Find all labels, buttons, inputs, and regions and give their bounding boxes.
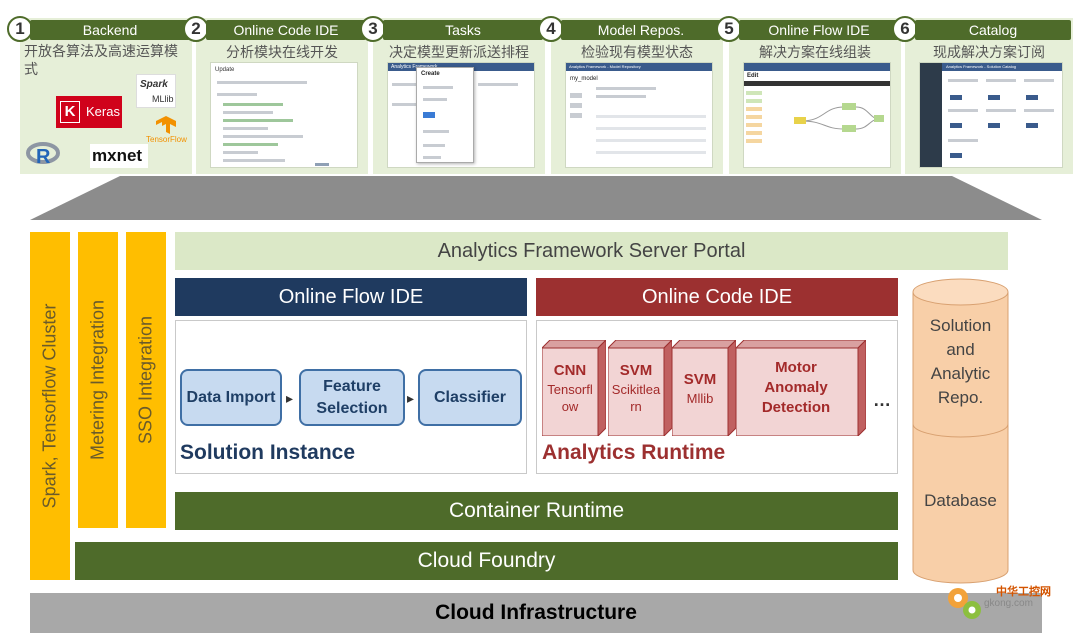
r-logo: R (26, 142, 60, 168)
cube-title: Motor Anomaly Detection (761, 359, 831, 416)
sso-integration-bar: SSO Integration (126, 232, 166, 528)
create-dialog-title: Create (421, 71, 440, 77)
mllib-label: MLlib (152, 94, 174, 104)
step-number: 1 (7, 16, 33, 42)
cube-title: CNN (553, 362, 587, 379)
cube-subtitle: Scikitlearn (611, 382, 661, 414)
step-title: Backend (30, 20, 190, 40)
analytics-runtime-title: Analytics Runtime (542, 441, 726, 464)
step-title: Online Code IDE (206, 20, 366, 40)
mxnet-label: mxnet (92, 146, 143, 165)
code-ide-screenshot: Update (210, 62, 358, 168)
code-ide-shot-title: Update (215, 67, 235, 73)
more-runtimes-ellipsis: … (873, 390, 891, 410)
mxnet-logo: mxnet (90, 144, 148, 168)
step-caption: 解决方案在线组装 (759, 44, 871, 60)
online-code-ide-header: Online Code IDE (536, 278, 898, 316)
spark-tensorflow-cluster-bar: Spark, Tensorflow Cluster (30, 232, 70, 580)
step-title: Catalog (915, 20, 1071, 40)
database-cylinder: Solution and Analytic Repo. Database (912, 278, 1009, 584)
model-shot-name: my_model (570, 76, 598, 82)
arrow-right-icon: ▸ (407, 390, 415, 406)
gear-icon (948, 588, 981, 619)
step-caption: 分析模块在线开发 (226, 44, 338, 60)
spark-mllib-logo: Spark MLlib (136, 74, 176, 108)
model-shot-title: Analytics Framework - Model Repository (569, 64, 641, 69)
spark-tensorflow-cluster-label: Spark, Tensorflow Cluster (39, 303, 60, 509)
step-card-tasks: 3 Tasks 决定模型更新派送排程 Analytics Framework C… (360, 16, 545, 174)
flow-shot-title: Edit (747, 73, 759, 79)
cube-title: SVM (619, 362, 653, 379)
r-label: R (36, 146, 51, 168)
svm-mllib-cube: SVM Mllib (672, 340, 736, 436)
step-card-catalog: 6 Catalog 现成解决方案订阅 Analytics Framework -… (892, 16, 1073, 174)
watermark-cn: 中华工控网 (996, 586, 1051, 598)
step-caption: 决定模型更新派送排程 (389, 44, 529, 60)
step-caption: 开放各算法及高速运算模式 (24, 43, 178, 77)
spark-label: Spark (140, 79, 168, 90)
step-caption: 现成解决方案订阅 (933, 44, 1045, 60)
classifier-node: Classifier (418, 369, 522, 426)
sso-integration-label: SSO Integration (135, 315, 156, 445)
catalog-screenshot: Analytics Framework - Solution Catalog (919, 62, 1063, 168)
data-import-node: Data Import (180, 369, 282, 426)
flow-ide-screenshot: Edit (743, 62, 891, 168)
step-title: Tasks (383, 20, 543, 40)
solution-repo-label: Solution and Analytic Repo. (929, 316, 992, 407)
cloud-infrastructure-bar: Cloud Infrastructure (30, 593, 1042, 633)
cube-title: SVM (683, 370, 717, 388)
solution-instance-title: Solution Instance (180, 441, 356, 464)
arrow-right-icon: ▸ (286, 390, 294, 406)
feature-selection-node: Feature Selection (299, 369, 405, 426)
database-label: Database (924, 491, 997, 510)
step-number: 5 (716, 16, 742, 42)
tasks-shot-title: Analytics Framework (391, 64, 438, 70)
cnn-tensorflow-cube: CNN Tensorflow (542, 340, 606, 436)
step-number: 3 (360, 16, 386, 42)
tensorflow-logo: TensorFlow (142, 116, 192, 146)
watermark-url: gkong.com (984, 598, 1033, 609)
create-dialog: Create (416, 67, 474, 163)
step-card-model-repos: 4 Model Repos. 检验现有模型状态 Analytics Framew… (538, 16, 723, 174)
keras-mark: K (60, 101, 80, 123)
step-number: 2 (183, 16, 209, 42)
keras-logo: K Keras (56, 96, 122, 128)
container-runtime-bar: Container Runtime (175, 492, 898, 530)
motor-anomaly-detection-cube: Motor Anomaly Detection (736, 340, 866, 436)
tensorflow-icon (156, 116, 176, 134)
step-card-backend: 1 Backend 开放各算法及高速运算模式 K Keras Spark MLl… (7, 16, 192, 174)
portal-funnel (30, 176, 1042, 220)
step-number: 4 (538, 16, 564, 42)
tasks-screenshot: Analytics Framework Create (387, 62, 535, 168)
keras-label: Keras (86, 104, 120, 119)
r-ring-icon (26, 142, 60, 164)
step-card-online-code-ide: 2 Online Code IDE 分析模块在线开发 Update (183, 16, 368, 174)
metering-integration-bar: Metering Integration (78, 232, 118, 528)
cube-subtitle: Mllib (686, 390, 714, 406)
step-title: Online Flow IDE (739, 20, 899, 40)
cloud-foundry-bar: Cloud Foundry (75, 542, 898, 580)
flow-wires (794, 103, 884, 132)
step-card-online-flow-ide: 5 Online Flow IDE 解决方案在线组装 Edit (716, 16, 901, 174)
online-flow-ide-header: Online Flow IDE (175, 278, 527, 316)
watermark: 中华工控网 gkong.com (944, 580, 1070, 624)
server-portal-bar: Analytics Framework Server Portal (175, 232, 1008, 270)
catalog-shot-title: Analytics Framework - Solution Catalog (946, 64, 1017, 69)
cube-subtitle: Tensorflow (547, 382, 593, 414)
model-repo-screenshot: Analytics Framework - Model Repository m… (565, 62, 713, 168)
step-title: Model Repos. (561, 20, 721, 40)
step-caption: 检验现有模型状态 (581, 44, 693, 60)
tensorflow-label: TensorFlow (146, 135, 187, 144)
svm-scikitlearn-cube: SVM Scikitlearn (608, 340, 672, 436)
metering-integration-label: Metering Integration (87, 299, 108, 461)
